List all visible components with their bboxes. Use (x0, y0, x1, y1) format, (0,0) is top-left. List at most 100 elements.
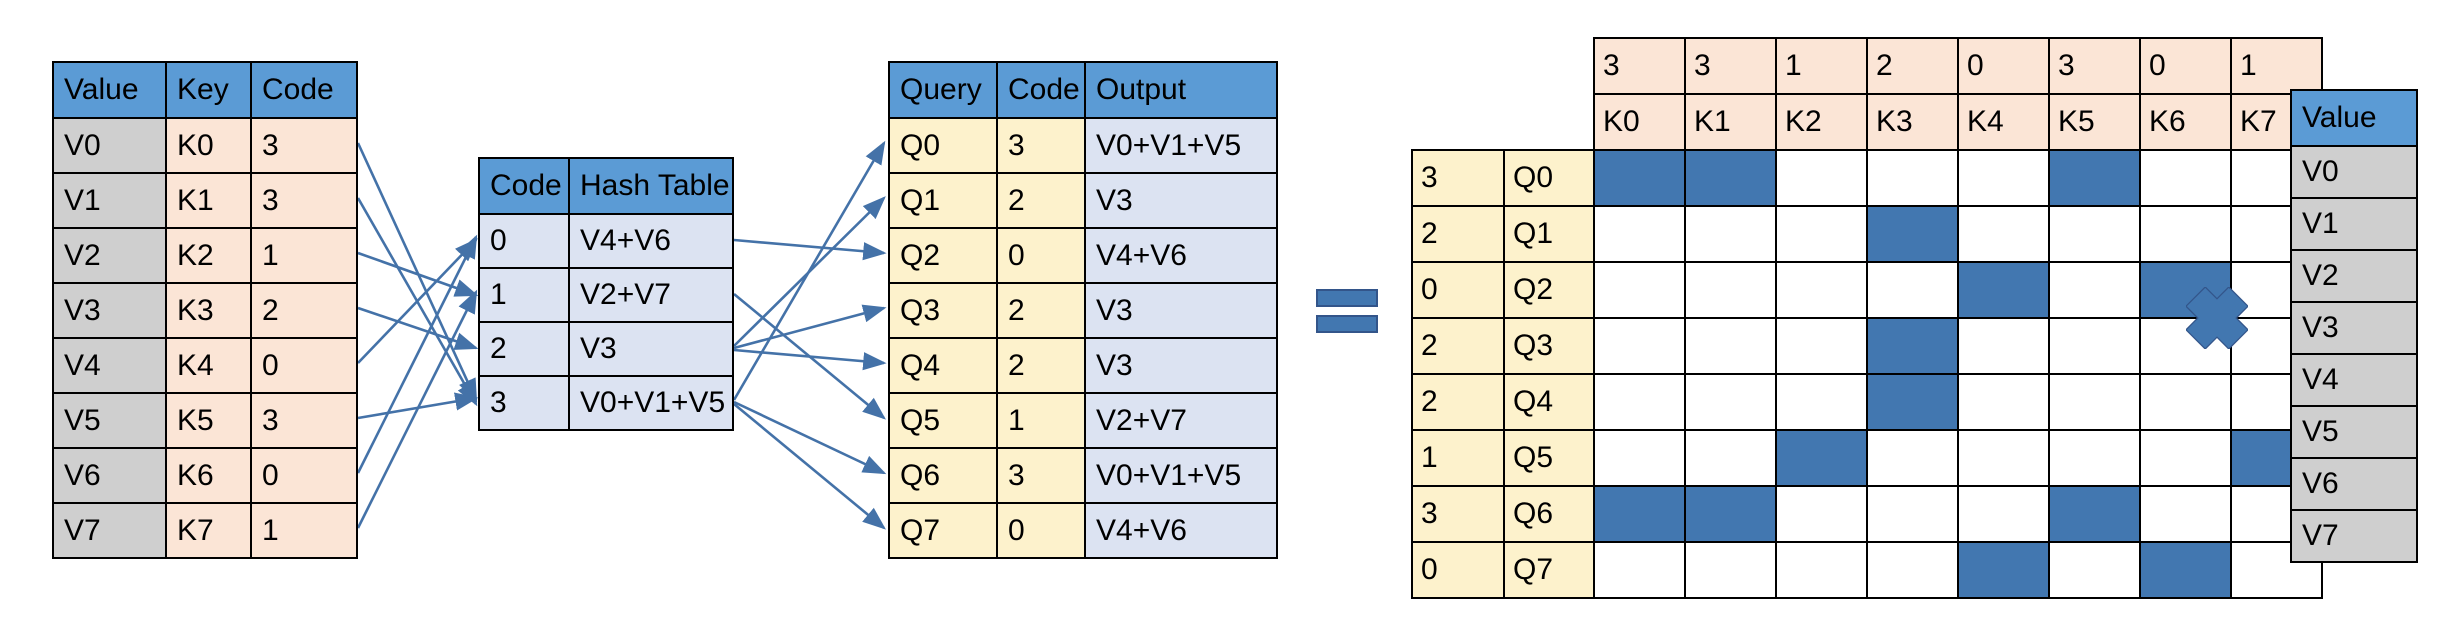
matrix-col-key: K1 (1684, 93, 1777, 151)
hash-bucket-cell: V0+V1+V5 (568, 375, 734, 431)
query-cell: Q7 (888, 502, 998, 559)
value-cell: V5 (2290, 405, 2418, 459)
matrix-cell-empty (1866, 485, 1959, 543)
matrix-cell-empty (1593, 261, 1686, 319)
matrix-row-query: Q4 (1503, 373, 1595, 431)
code-cell: 0 (250, 447, 358, 504)
query-cell: Q2 (888, 227, 998, 284)
code-cell: 3 (996, 117, 1086, 174)
matrix-cell-filled (1684, 149, 1777, 207)
value-cell: V3 (52, 282, 167, 339)
table-row: 3 V0+V1+V5 (478, 375, 734, 431)
table-row: V6 K6 0 (52, 447, 358, 504)
matrix-col-key: K3 (1866, 93, 1959, 151)
query-cell: Q0 (888, 117, 998, 174)
matrix-row-code: 0 (1411, 541, 1505, 599)
value-cell: V1 (2290, 197, 2418, 251)
table-row: V7 (2290, 509, 2418, 563)
table-row: V0 (2290, 145, 2418, 199)
matrix-cell-filled (2048, 149, 2141, 207)
table-row: V4 K4 0 (52, 337, 358, 394)
query-cell: Q3 (888, 282, 998, 339)
matrix-col-code: 3 (2048, 37, 2141, 95)
key-cell: K4 (165, 337, 252, 394)
matrix-row-query: Q2 (1503, 261, 1595, 319)
hash-code-cell: 3 (478, 375, 570, 431)
matrix-row: 2 Q1 (1411, 205, 2323, 263)
value-cell: V4 (52, 337, 167, 394)
matrix-cell-empty (1684, 429, 1777, 487)
table-row: V1 K1 3 (52, 172, 358, 229)
matrix-cell-empty (1957, 429, 2050, 487)
key-cell: K7 (165, 502, 252, 559)
matrix-col-code-row: 3 3 1 2 0 3 0 1 (1412, 37, 2323, 95)
table-header-row: Value (2290, 89, 2418, 147)
matrix-cell-filled (1957, 261, 2050, 319)
matrix-cell-empty (1957, 485, 2050, 543)
column-header-output: Output (1084, 61, 1278, 119)
matrix-cell-empty (1957, 373, 2050, 431)
key-cell: K3 (165, 282, 252, 339)
matrix-cell-filled (2139, 541, 2232, 599)
column-header-query: Query (888, 61, 998, 119)
matrix-cell-empty (1775, 373, 1868, 431)
matrix-col-key-row: K0 K1 K2 K3 K4 K5 K6 K7 (1412, 93, 2323, 151)
value-cell: V0 (2290, 145, 2418, 199)
column-header-code: Code (478, 157, 570, 215)
matrix-cell-empty (1684, 317, 1777, 375)
matrix-col-key: K0 (1593, 93, 1686, 151)
code-cell: 2 (996, 172, 1086, 229)
matrix-cell-filled (1775, 429, 1868, 487)
matrix-col-code: 0 (1957, 37, 2050, 95)
output-cell: V3 (1084, 172, 1278, 229)
matrix-row: 2 Q4 (1411, 373, 2323, 431)
matrix-row: 3 Q6 (1411, 485, 2323, 543)
column-header-key: Key (165, 61, 252, 119)
table-row: V6 (2290, 457, 2418, 511)
table-row: V3 (2290, 301, 2418, 355)
matrix-cell-filled (1866, 205, 1959, 263)
matrix-col-code: 0 (2139, 37, 2232, 95)
code-cell: 3 (996, 447, 1086, 504)
table-row: Q7 0 V4+V6 (888, 502, 1278, 559)
table-row: Q5 1 V2+V7 (888, 392, 1278, 449)
code-cell: 2 (996, 282, 1086, 339)
matrix-cell-empty (1593, 373, 1686, 431)
matrix-cell-empty (1775, 261, 1868, 319)
table-row: Q3 2 V3 (888, 282, 1278, 339)
value-cell: V6 (52, 447, 167, 504)
table-row: V2 K2 1 (52, 227, 358, 284)
matrix-col-code: 2 (1866, 37, 1959, 95)
matrix-corner-spacer (1412, 94, 1504, 150)
matrix-cell-empty (1957, 149, 2050, 207)
code-cell: 0 (996, 502, 1086, 559)
equals-bar-bottom (1316, 315, 1378, 333)
value-cell: V2 (2290, 249, 2418, 303)
table-header-row: Code Hash Table (478, 157, 734, 215)
matrix-col-code: 3 (1593, 37, 1686, 95)
matrix-cell-empty (1957, 205, 2050, 263)
matrix-row: 1 Q5 (1411, 429, 2323, 487)
code-cell: 2 (996, 337, 1086, 394)
key-cell: K6 (165, 447, 252, 504)
table-row: 0 V4+V6 (478, 213, 734, 269)
matrix-corner-spacer (1504, 94, 1594, 150)
matrix-col-key: K6 (2139, 93, 2232, 151)
equals-bar-top (1316, 289, 1378, 307)
value-cell: V2 (52, 227, 167, 284)
matrix-cell-empty (2048, 317, 2141, 375)
matrix-cell-filled (1593, 149, 1686, 207)
value-cell: V1 (52, 172, 167, 229)
hash-bucket-cell: V2+V7 (568, 267, 734, 323)
matrix-cell-empty (1866, 149, 1959, 207)
matrix-cell-empty (1593, 205, 1686, 263)
matrix-cell-empty (1775, 317, 1868, 375)
matrix-row-code: 2 (1411, 317, 1505, 375)
matrix-row: 3 Q0 (1411, 149, 2323, 207)
matrix-cell-filled (1866, 317, 1959, 375)
value-cell: V3 (2290, 301, 2418, 355)
matrix-cell-empty (1684, 205, 1777, 263)
table-row: V4 (2290, 353, 2418, 407)
hash-table: Code Hash Table 0 V4+V6 1 V2+V7 2 V3 3 V… (478, 157, 734, 431)
